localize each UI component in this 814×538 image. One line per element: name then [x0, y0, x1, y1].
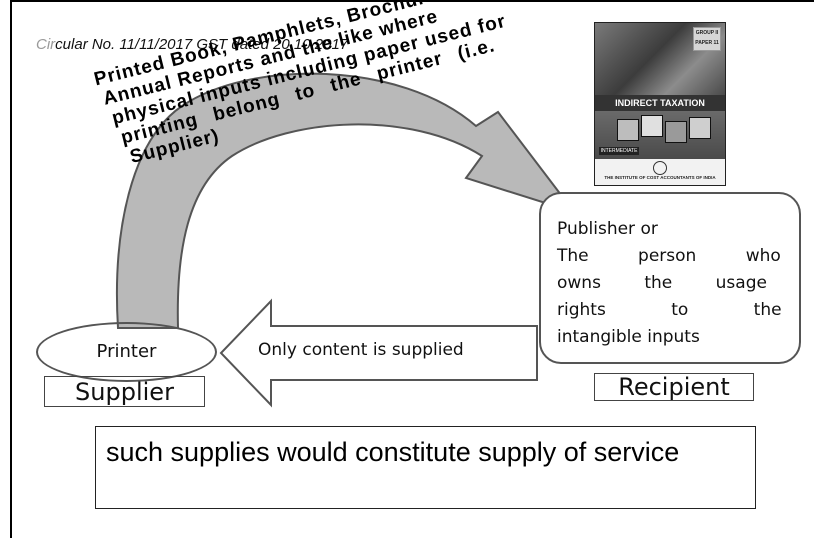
frame-left-line: [10, 0, 12, 538]
content-arrow-label: Only content is supplied: [258, 340, 464, 360]
curved-arrow: [115, 72, 577, 329]
book-cover-level: INTERMEDIATE: [599, 147, 639, 155]
frame-top-line: [10, 0, 814, 2]
book-cover-cubes-graphic: [595, 111, 725, 159]
circular-reference-text: cular No. 11/11/2017 GST dated 20.10.201…: [55, 36, 349, 53]
publisher-line: The person who: [557, 246, 781, 266]
content-arrow: [219, 298, 538, 408]
publisher-line: intangible inputs: [557, 327, 700, 347]
book-cover-title: INDIRECT TAXATION: [595, 95, 725, 111]
publisher-line: owns the usage: [557, 273, 767, 293]
cube-graphic: [689, 117, 711, 139]
book-cover-group-label: GROUP II PAPER 11: [693, 27, 721, 51]
publisher-line: Publisher or: [557, 219, 658, 239]
printer-node: Printer: [36, 322, 217, 382]
book-cover-footer: THE INSTITUTE OF COST ACCOUNTANTS OF IND…: [595, 159, 725, 185]
institute-logo-icon: [653, 161, 667, 175]
cube-graphic: [617, 119, 639, 141]
book-cover-institute: THE INSTITUTE OF COST ACCOUNTANTS OF IND…: [604, 175, 716, 180]
cube-graphic: [665, 121, 687, 143]
summary-box: such supplies would constitute supply of…: [95, 426, 756, 509]
cube-graphic: [641, 115, 663, 137]
publisher-line: rights to the: [557, 300, 782, 320]
circular-reference-prefix: Cir: [36, 36, 56, 53]
supplier-label: Supplier: [44, 376, 205, 407]
recipient-label: Recipient: [594, 373, 754, 401]
book-cover-image: GROUP II PAPER 11 INDIRECT TAXATION INTE…: [594, 22, 726, 186]
circular-reference: Circular No. 11/11/2017 GST dated 20.10.…: [36, 36, 348, 53]
publisher-box: Publisher or The person who owns the usa…: [539, 192, 801, 364]
